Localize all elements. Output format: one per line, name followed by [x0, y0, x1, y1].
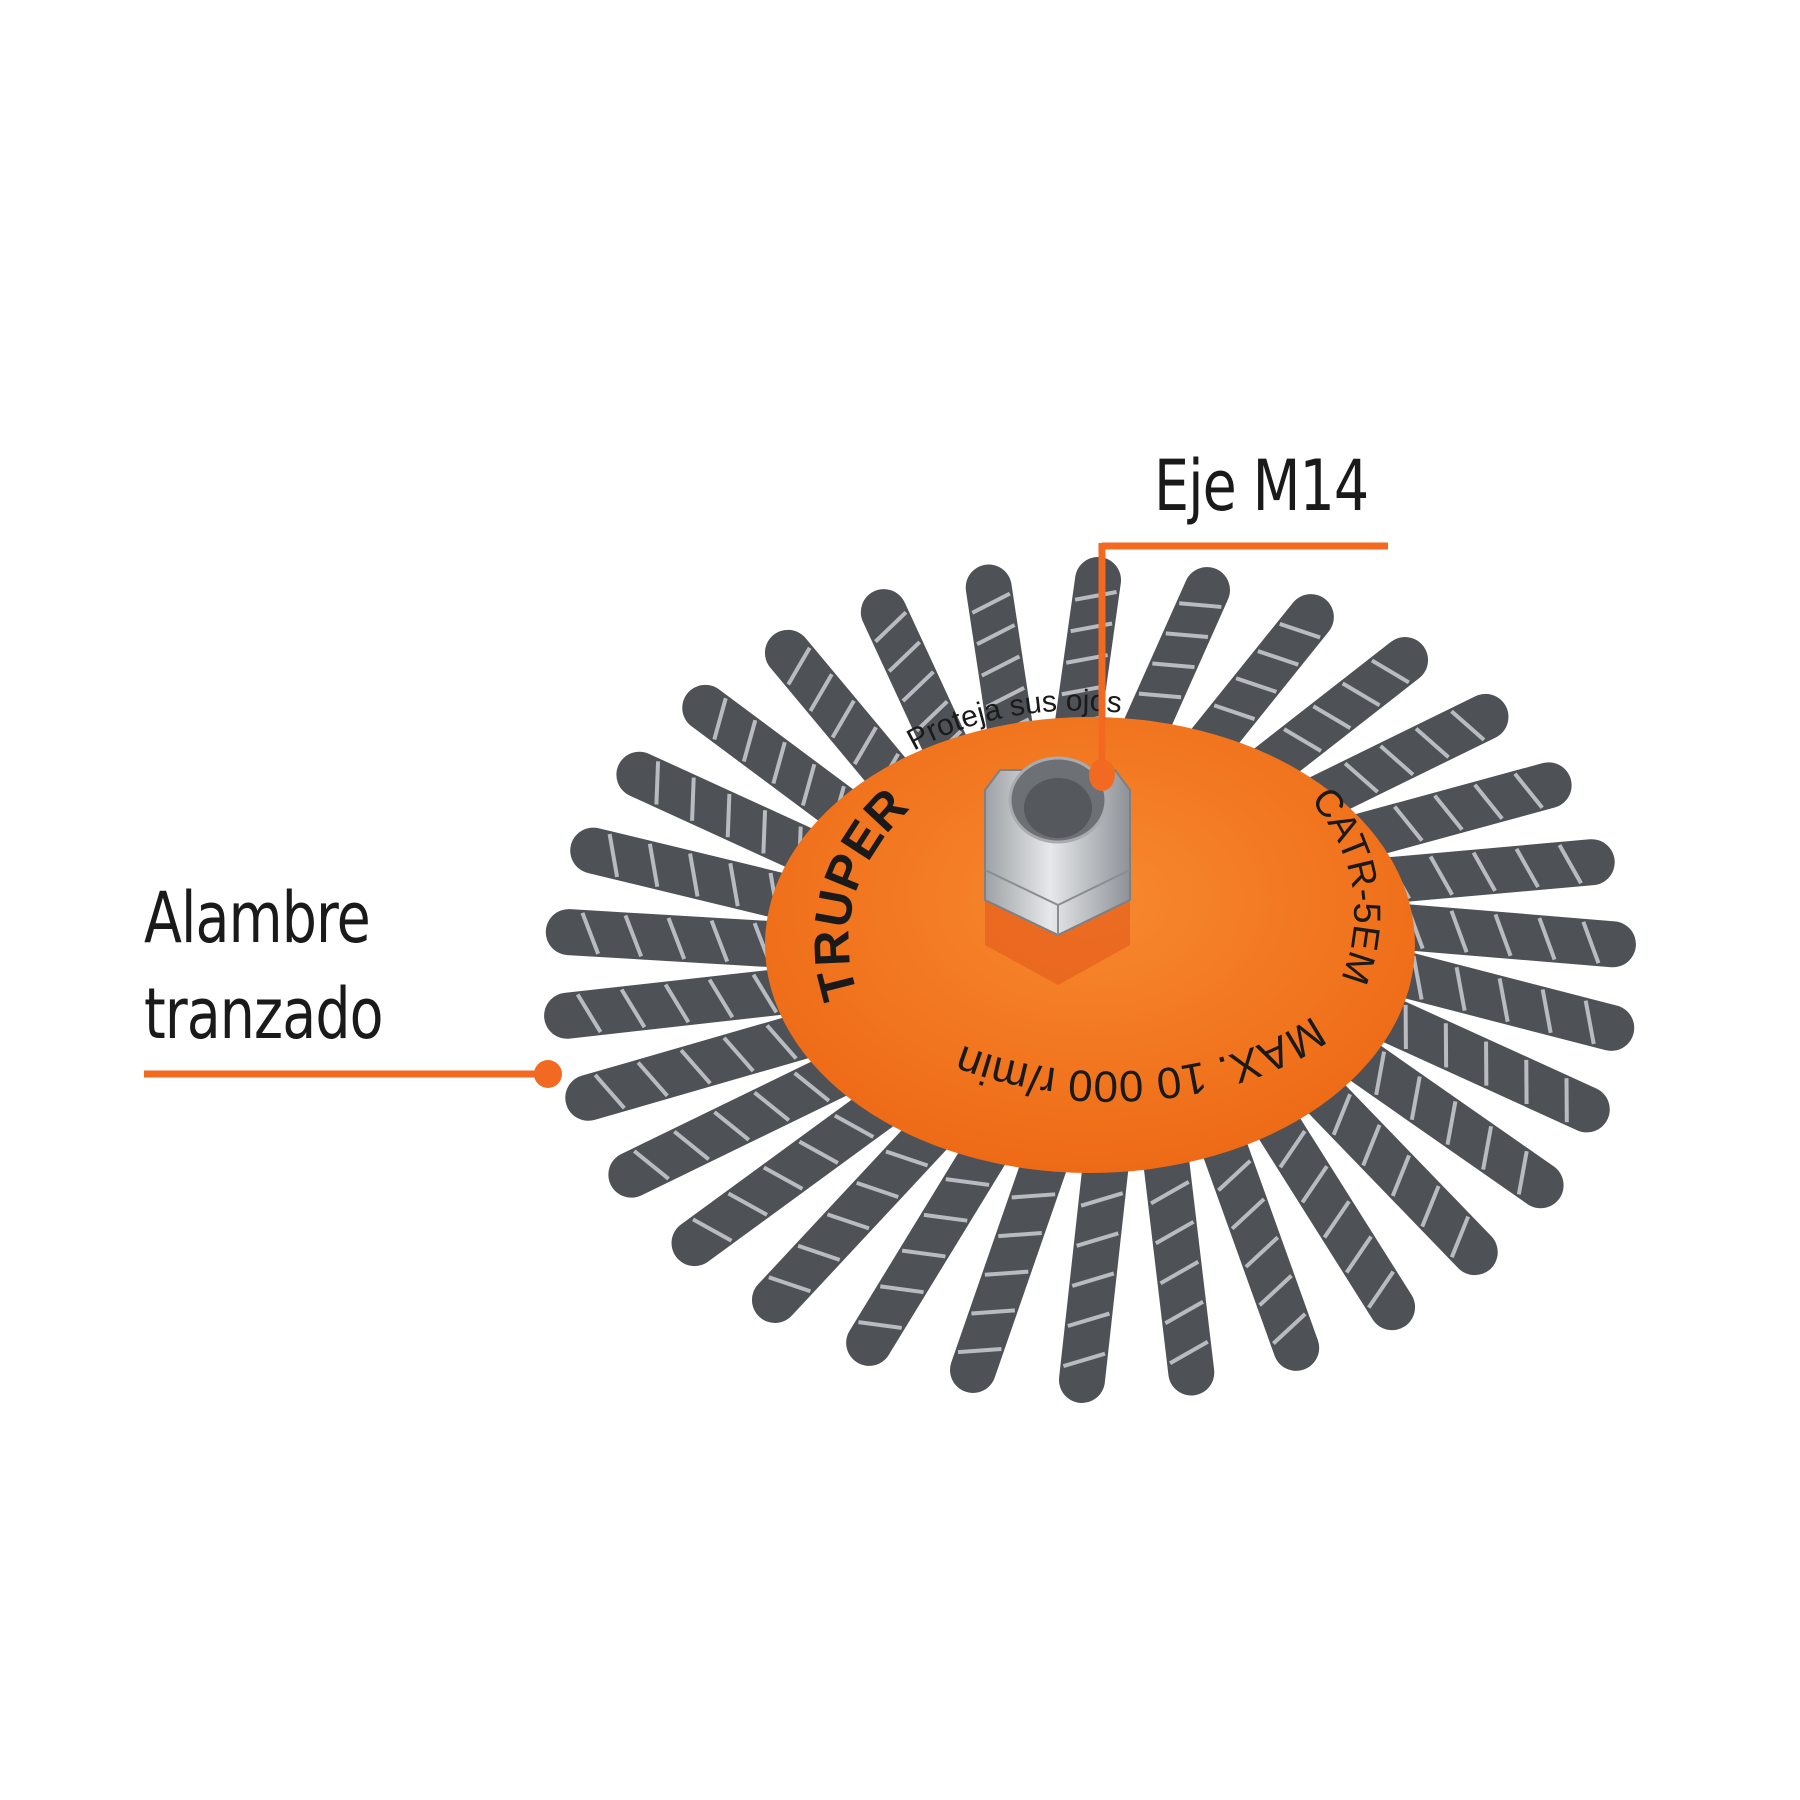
axis-callout-leader [1089, 542, 1388, 791]
wire-callout-label: Alambre tranzado [144, 870, 384, 1062]
wire-callout-line2: tranzado [144, 973, 384, 1055]
axis-callout-label: Eje M14 [1154, 445, 1369, 527]
hex-nut [984, 756, 1131, 985]
wire-callout-leader [144, 1060, 562, 1088]
wire-callout-line1: Alambre [144, 877, 371, 959]
